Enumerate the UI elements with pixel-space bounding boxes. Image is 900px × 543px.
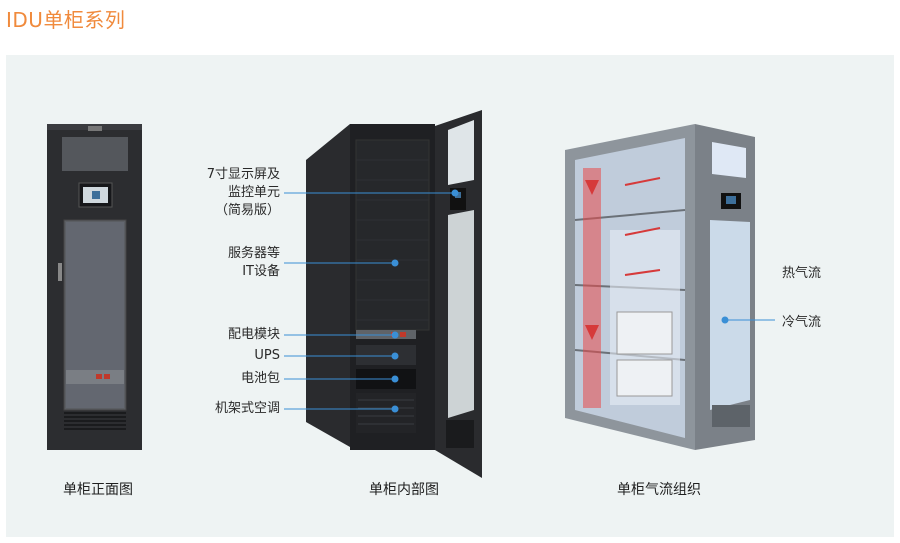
callout-display-line1: 7寸显示屏及 — [206, 167, 280, 182]
callout-ups: UPS — [254, 348, 280, 363]
callout-servers: 服务器等 IT设备 — [228, 245, 280, 281]
front-cabinet-image — [47, 124, 142, 450]
callout-ac: 机架式空调 — [214, 401, 280, 416]
caption-front: 单柜正面图 — [63, 482, 133, 498]
caption-interior: 单柜内部图 — [369, 482, 439, 498]
callout-lines — [284, 189, 775, 413]
callout-battery: 电池包 — [240, 371, 280, 386]
caption-airflow: 单柜气流组织 — [617, 482, 701, 498]
callout-display-line3: （简易版） — [214, 203, 280, 218]
callout-display-line2: 监控单元 — [227, 185, 280, 200]
page-title: IDU单柜系列 — [6, 8, 126, 32]
callout-servers-line1: 服务器等 — [227, 246, 280, 261]
airflow-cabinet-image — [565, 124, 755, 450]
airflow-hot-label: 热气流 — [782, 266, 822, 281]
callout-servers-line2: IT设备 — [242, 264, 280, 279]
callout-display: 7寸显示屏及 监控单元 （简易版） — [207, 166, 280, 220]
airflow-cold-label: 冷气流 — [782, 315, 822, 330]
callout-pdu: 配电模块 — [227, 327, 280, 342]
interior-cabinet-image — [306, 110, 482, 478]
